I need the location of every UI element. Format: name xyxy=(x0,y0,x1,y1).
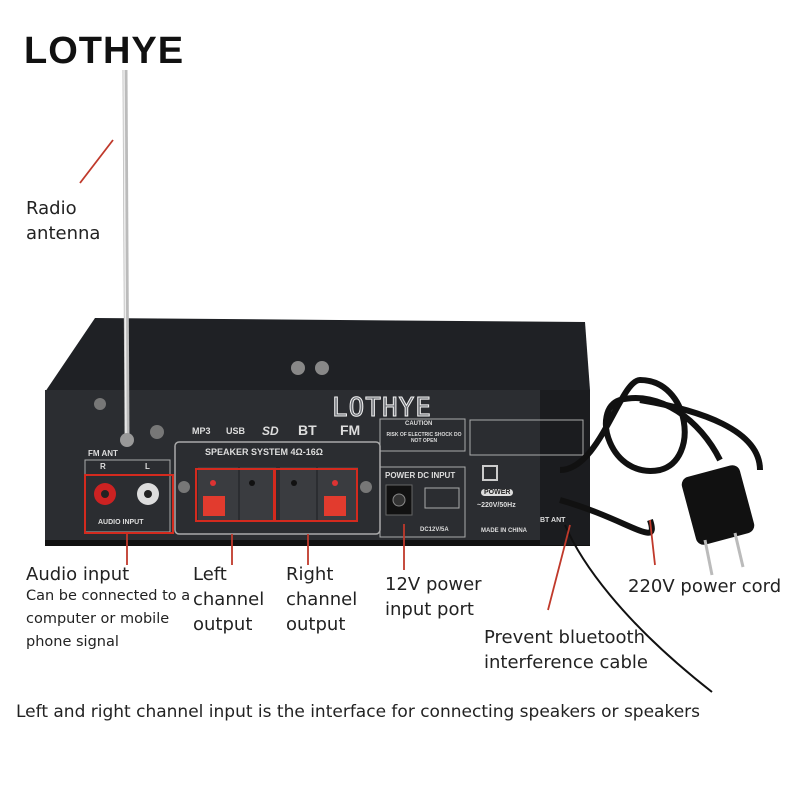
plug-prong xyxy=(733,532,745,568)
terminal-hole xyxy=(249,480,255,486)
chassis-rear-panel xyxy=(45,390,590,545)
callout-right-channel: Right channel output xyxy=(286,564,358,635)
callout-power-port: 12V power input port xyxy=(385,574,482,620)
dc-rating: DC12V/5A xyxy=(420,527,449,533)
double-insulation-icon xyxy=(482,465,498,481)
format-fm: FM xyxy=(340,422,361,438)
terminal-hole xyxy=(210,480,216,486)
power-dc-panel xyxy=(379,466,466,538)
left-channel-highlight xyxy=(195,468,275,522)
power-label: POWER xyxy=(481,489,514,496)
power-plug xyxy=(681,465,755,545)
terminal-hole xyxy=(291,480,297,486)
callout-lines xyxy=(79,139,656,611)
bluetooth-cable xyxy=(564,524,713,693)
antenna-rod xyxy=(122,69,130,441)
right-negative-terminal xyxy=(280,467,316,522)
callout-audio-input-note: Can be connected to a computer or mobile… xyxy=(26,588,191,650)
speaker-system-label: SPEAKER SYSTEM 4Ω-16Ω xyxy=(205,447,323,457)
left-red-terminal xyxy=(203,496,225,516)
caution-box xyxy=(469,419,584,456)
power-dc-input-label: POWER DC INPUT xyxy=(385,471,456,480)
callout-radio-antenna: Radio antenna xyxy=(26,198,101,244)
callout-left-channel: Left channel output xyxy=(193,564,265,635)
callout-power-cord: 220V power cord xyxy=(628,576,782,597)
terminal-hole xyxy=(332,480,338,486)
rca-right-jack-center xyxy=(101,490,109,498)
brand-logo: LOTHYE xyxy=(24,30,185,72)
caption: Left and right channel input is the inte… xyxy=(16,702,701,722)
rca-left-jack-center xyxy=(144,490,152,498)
format-mp3: MP3 xyxy=(192,426,211,436)
callout-bt-cable: Prevent bluetooth interference cable xyxy=(484,627,648,673)
format-usb: USB xyxy=(226,426,246,436)
left-negative-terminal xyxy=(240,467,276,522)
battery-diagram-icon xyxy=(424,487,460,509)
r-label: R xyxy=(100,462,106,471)
callout-audio-input: Audio input xyxy=(26,564,130,585)
caution-box xyxy=(379,418,466,452)
dc-jack-socket xyxy=(392,493,406,507)
plug-prong xyxy=(703,539,714,576)
bt-ant-label: BT ANT xyxy=(540,517,566,524)
right-channel-highlight xyxy=(274,468,358,522)
fm-ant-label: FM ANT xyxy=(88,449,118,458)
screw xyxy=(315,361,329,375)
caution-text: RISK OF ELECTRIC SHOCK DO NOT OPEN xyxy=(386,432,462,444)
chassis-top xyxy=(45,318,590,392)
ac-rating: ~220V/50Hz xyxy=(477,502,516,509)
screw xyxy=(178,481,190,493)
format-sd: SD xyxy=(262,424,279,438)
caution-label: CAUTION xyxy=(405,421,433,427)
right-red-terminal xyxy=(324,496,346,516)
audio-input-highlight xyxy=(84,474,174,534)
audio-input-panel-label: AUDIO INPUT xyxy=(98,519,144,526)
screw xyxy=(150,425,164,439)
antenna-base xyxy=(120,433,134,447)
screw xyxy=(360,481,372,493)
watermark-logo: LOTHYE xyxy=(332,393,432,424)
made-in-china: MADE IN CHINA xyxy=(481,528,527,534)
antenna-rod-highlight xyxy=(123,69,127,441)
screw xyxy=(291,361,305,375)
l-label: L xyxy=(145,462,150,471)
chassis-base xyxy=(45,540,590,546)
screw xyxy=(94,398,106,410)
format-bt: BT xyxy=(298,422,317,438)
